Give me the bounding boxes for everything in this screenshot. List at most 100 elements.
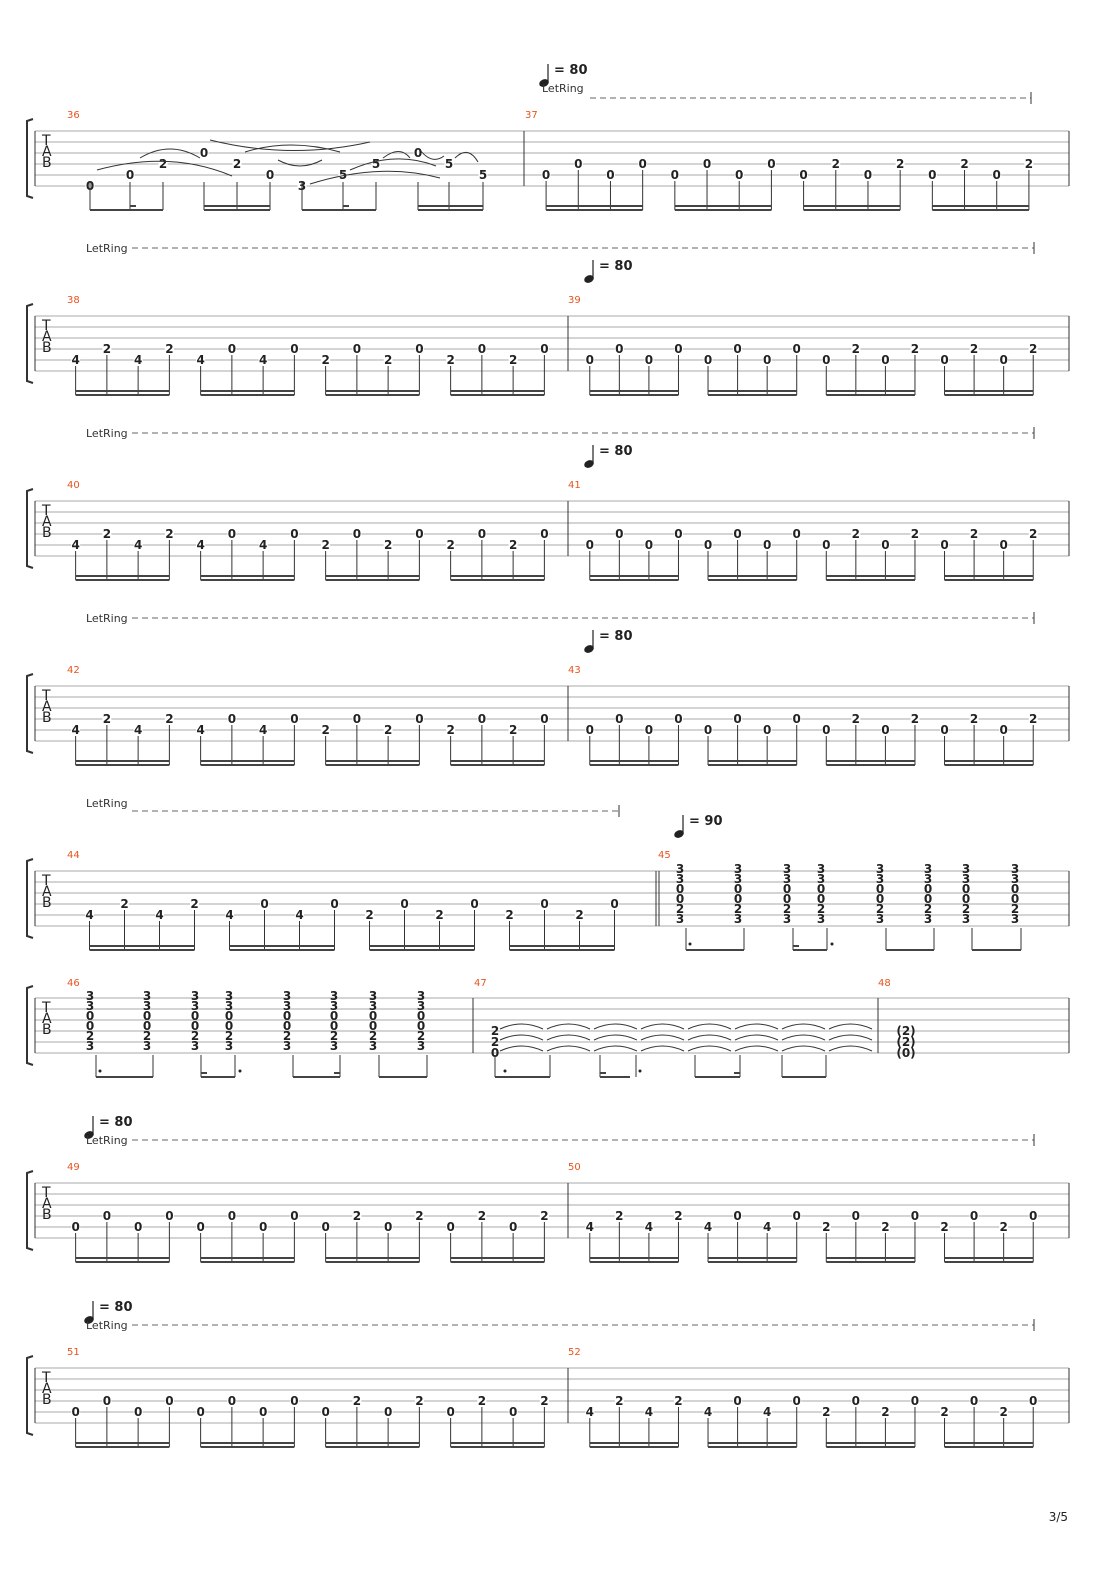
fret-number: 4	[134, 538, 142, 552]
fret-bg	[762, 1222, 772, 1233]
fret-number: 2	[960, 157, 968, 171]
fret-bg	[703, 1407, 713, 1418]
fret-number: 0	[852, 1209, 860, 1223]
tab-letter: A	[42, 699, 52, 715]
fret-number: 2	[233, 157, 241, 171]
fret-bg	[733, 529, 743, 540]
letring-label: LetRing	[86, 427, 128, 440]
tie	[781, 1045, 826, 1052]
chord-fret: 2	[191, 1029, 199, 1043]
chord-fret: 3	[676, 912, 684, 926]
chord-fret: 3	[191, 989, 199, 1003]
fret-number: 2	[353, 1209, 361, 1223]
tie	[734, 1045, 779, 1052]
fret-bg	[539, 529, 549, 540]
fret-bg	[508, 725, 518, 736]
fret-number: 2	[615, 1394, 623, 1408]
chord-fret: 0	[676, 892, 684, 906]
fret-bg	[644, 1222, 654, 1233]
fret-number: 4	[259, 723, 267, 737]
fret-number: 4	[763, 1405, 771, 1419]
fret-bg	[1028, 1211, 1038, 1222]
fret-bg	[940, 725, 950, 736]
slur	[139, 148, 201, 159]
tab-letter: A	[42, 1011, 52, 1027]
chord-fret: 0	[417, 1019, 425, 1033]
chord-fret: 2	[86, 1029, 94, 1043]
measure-number: 44	[67, 850, 80, 861]
fret-number: 4	[134, 353, 142, 367]
fret-number: 0	[674, 712, 682, 726]
fret-bg	[540, 899, 549, 910]
fret-number: 4	[259, 353, 267, 367]
tab-letter: T	[41, 1000, 51, 1016]
fret-bg	[766, 159, 776, 170]
fret-bg	[644, 1407, 654, 1418]
fret-bg	[400, 899, 409, 910]
fret-number: 2	[881, 1405, 889, 1419]
tab-letter: A	[42, 1381, 52, 1397]
fret-number: 2	[822, 1405, 830, 1419]
fret-number: 0	[228, 342, 236, 356]
staff-bracket	[26, 118, 34, 199]
tempo-marking: = 80	[599, 629, 633, 644]
fret-bg	[505, 910, 514, 921]
chord-fret: 3	[225, 989, 233, 1003]
chord-fret: 0	[283, 1019, 291, 1033]
fret-bg	[703, 1222, 713, 1233]
chord-fret: 2	[283, 1029, 291, 1043]
fret-bg	[960, 159, 970, 170]
chord-fret: 0	[330, 1019, 338, 1033]
fret-bg	[199, 148, 209, 159]
fret-number: 2	[852, 527, 860, 541]
fret-bg	[799, 170, 809, 181]
tie	[546, 1045, 591, 1052]
chord-fret: 0	[491, 1046, 499, 1060]
fret-number: 0	[733, 1209, 741, 1223]
tab-letter: T	[41, 503, 51, 519]
fret-number: 0	[540, 712, 548, 726]
fret-bg	[585, 540, 595, 551]
chord-fret: (0)	[896, 1046, 915, 1060]
fret-bg	[260, 899, 269, 910]
chord-fret: 0	[417, 1009, 425, 1023]
fret-number: 0	[735, 168, 743, 182]
fret-number: 0	[415, 527, 423, 541]
fret-bg	[792, 1396, 802, 1407]
fret-bg	[1028, 1396, 1038, 1407]
fret-bg	[644, 540, 654, 551]
fret-number: 0	[478, 712, 486, 726]
fret-bg	[265, 170, 275, 181]
fret-number: 5	[479, 168, 487, 182]
fret-number: 2	[321, 538, 329, 552]
fret-number: 0	[940, 538, 948, 552]
fret-number: 0	[645, 353, 653, 367]
tab-letter: T	[41, 873, 51, 889]
fret-bg	[352, 1211, 362, 1222]
fret-number: 0	[126, 168, 134, 182]
fret-number: 0	[881, 353, 889, 367]
fret-number: 0	[71, 1220, 79, 1234]
fret-bg	[258, 1222, 268, 1233]
tie	[687, 1034, 732, 1041]
fret-bg	[321, 1407, 331, 1418]
chord-fret: 0	[143, 1019, 151, 1033]
fret-bg	[703, 355, 713, 366]
chord-fret: 3	[817, 912, 825, 926]
fret-number: 2	[478, 1394, 486, 1408]
fret-number: 4	[71, 353, 79, 367]
fret-bg	[227, 714, 237, 725]
quarter-note-icon	[584, 275, 594, 283]
fret-bg	[414, 714, 424, 725]
chord-fret: 0	[962, 882, 970, 896]
fret-bg	[585, 725, 595, 736]
fret-number: 2	[970, 712, 978, 726]
fret-bg	[383, 1407, 393, 1418]
fret-bg	[1028, 529, 1038, 540]
slur	[244, 144, 341, 153]
fret-number: 2	[1029, 342, 1037, 356]
fret-number: 2	[999, 1405, 1007, 1419]
fret-bg	[880, 725, 890, 736]
chord-fret: 3	[330, 1039, 338, 1053]
fret-number: 0	[793, 1209, 801, 1223]
